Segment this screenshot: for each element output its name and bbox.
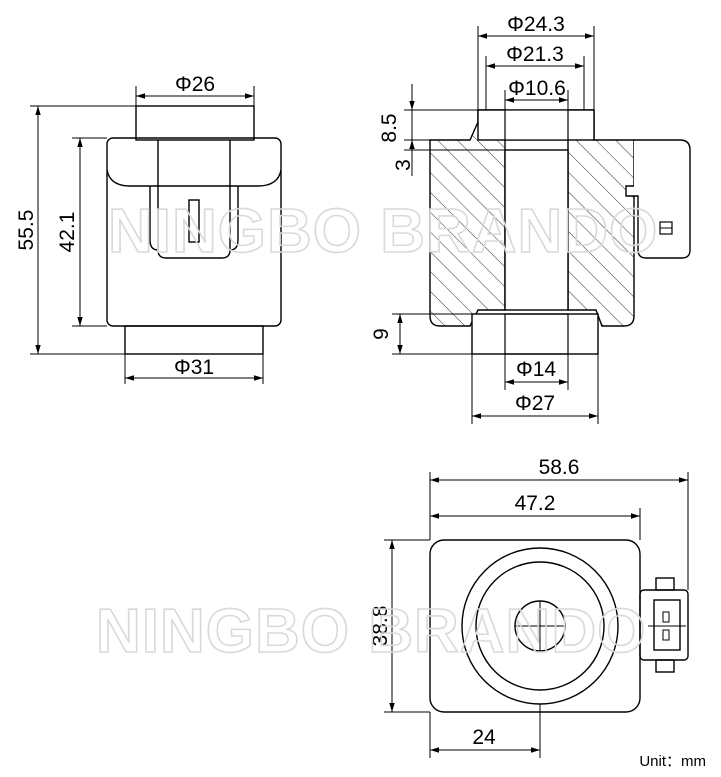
section-dimensions xyxy=(392,26,599,424)
front-connector-left xyxy=(149,186,159,251)
front-bottom-spigot xyxy=(124,325,264,355)
dim-top-overall-width: 58.6 xyxy=(539,456,580,479)
section-connector xyxy=(625,139,691,259)
watermark-top: NINGBO BRANDO xyxy=(108,197,658,266)
top-inner-ring xyxy=(475,561,605,691)
top-dimensions xyxy=(384,472,689,758)
top-connector-tab-top xyxy=(655,577,675,591)
dim-section-bottom-step: 9 xyxy=(370,328,393,340)
section-bore xyxy=(504,149,569,311)
front-connector xyxy=(157,140,231,259)
front-connector-pin xyxy=(188,199,200,243)
dim-section-bottom-inner: Φ14 xyxy=(516,358,556,381)
watermark-bottom: NINGBO BRANDO xyxy=(96,597,646,666)
front-view xyxy=(106,105,282,355)
dim-front-top-diameter: Φ26 xyxy=(175,73,215,96)
dim-section-top-lip: 3 xyxy=(392,159,415,171)
dim-section-bore-diameter: Φ10.6 xyxy=(508,77,566,100)
section-bottom-spigot xyxy=(471,313,599,355)
dim-top-body-depth: 38.8 xyxy=(369,606,392,647)
dim-section-mid-diameter: Φ21.3 xyxy=(506,43,564,66)
top-connector-inner xyxy=(653,599,681,651)
section-view xyxy=(429,109,691,355)
dim-top-center-offset: 24 xyxy=(472,726,496,749)
front-connector-right xyxy=(229,186,239,251)
dim-section-outer-diameter: Φ24.3 xyxy=(507,13,565,36)
dim-front-overall-height: 55.5 xyxy=(15,210,38,251)
top-connector-tab-bottom xyxy=(655,659,675,673)
front-dimensions xyxy=(30,86,264,384)
dim-top-body-width: 47.2 xyxy=(515,492,556,515)
front-top-cap xyxy=(135,105,255,141)
front-face-curve xyxy=(106,169,282,187)
dim-section-bottom-outer: Φ27 xyxy=(515,392,555,415)
dim-front-body-height: 42.1 xyxy=(56,212,79,253)
unit-label: Unit：mm xyxy=(639,753,706,770)
dim-section-top-step: 8.5 xyxy=(378,113,401,142)
dim-front-bottom-diameter: Φ31 xyxy=(174,356,214,379)
